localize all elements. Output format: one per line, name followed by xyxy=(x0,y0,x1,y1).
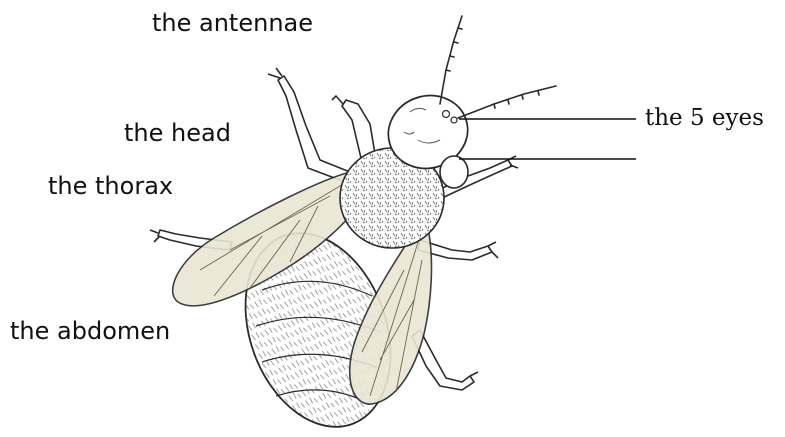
ocellus xyxy=(443,111,450,118)
compound-eye xyxy=(440,156,468,188)
antennae xyxy=(440,16,556,118)
ocellus xyxy=(451,117,457,123)
